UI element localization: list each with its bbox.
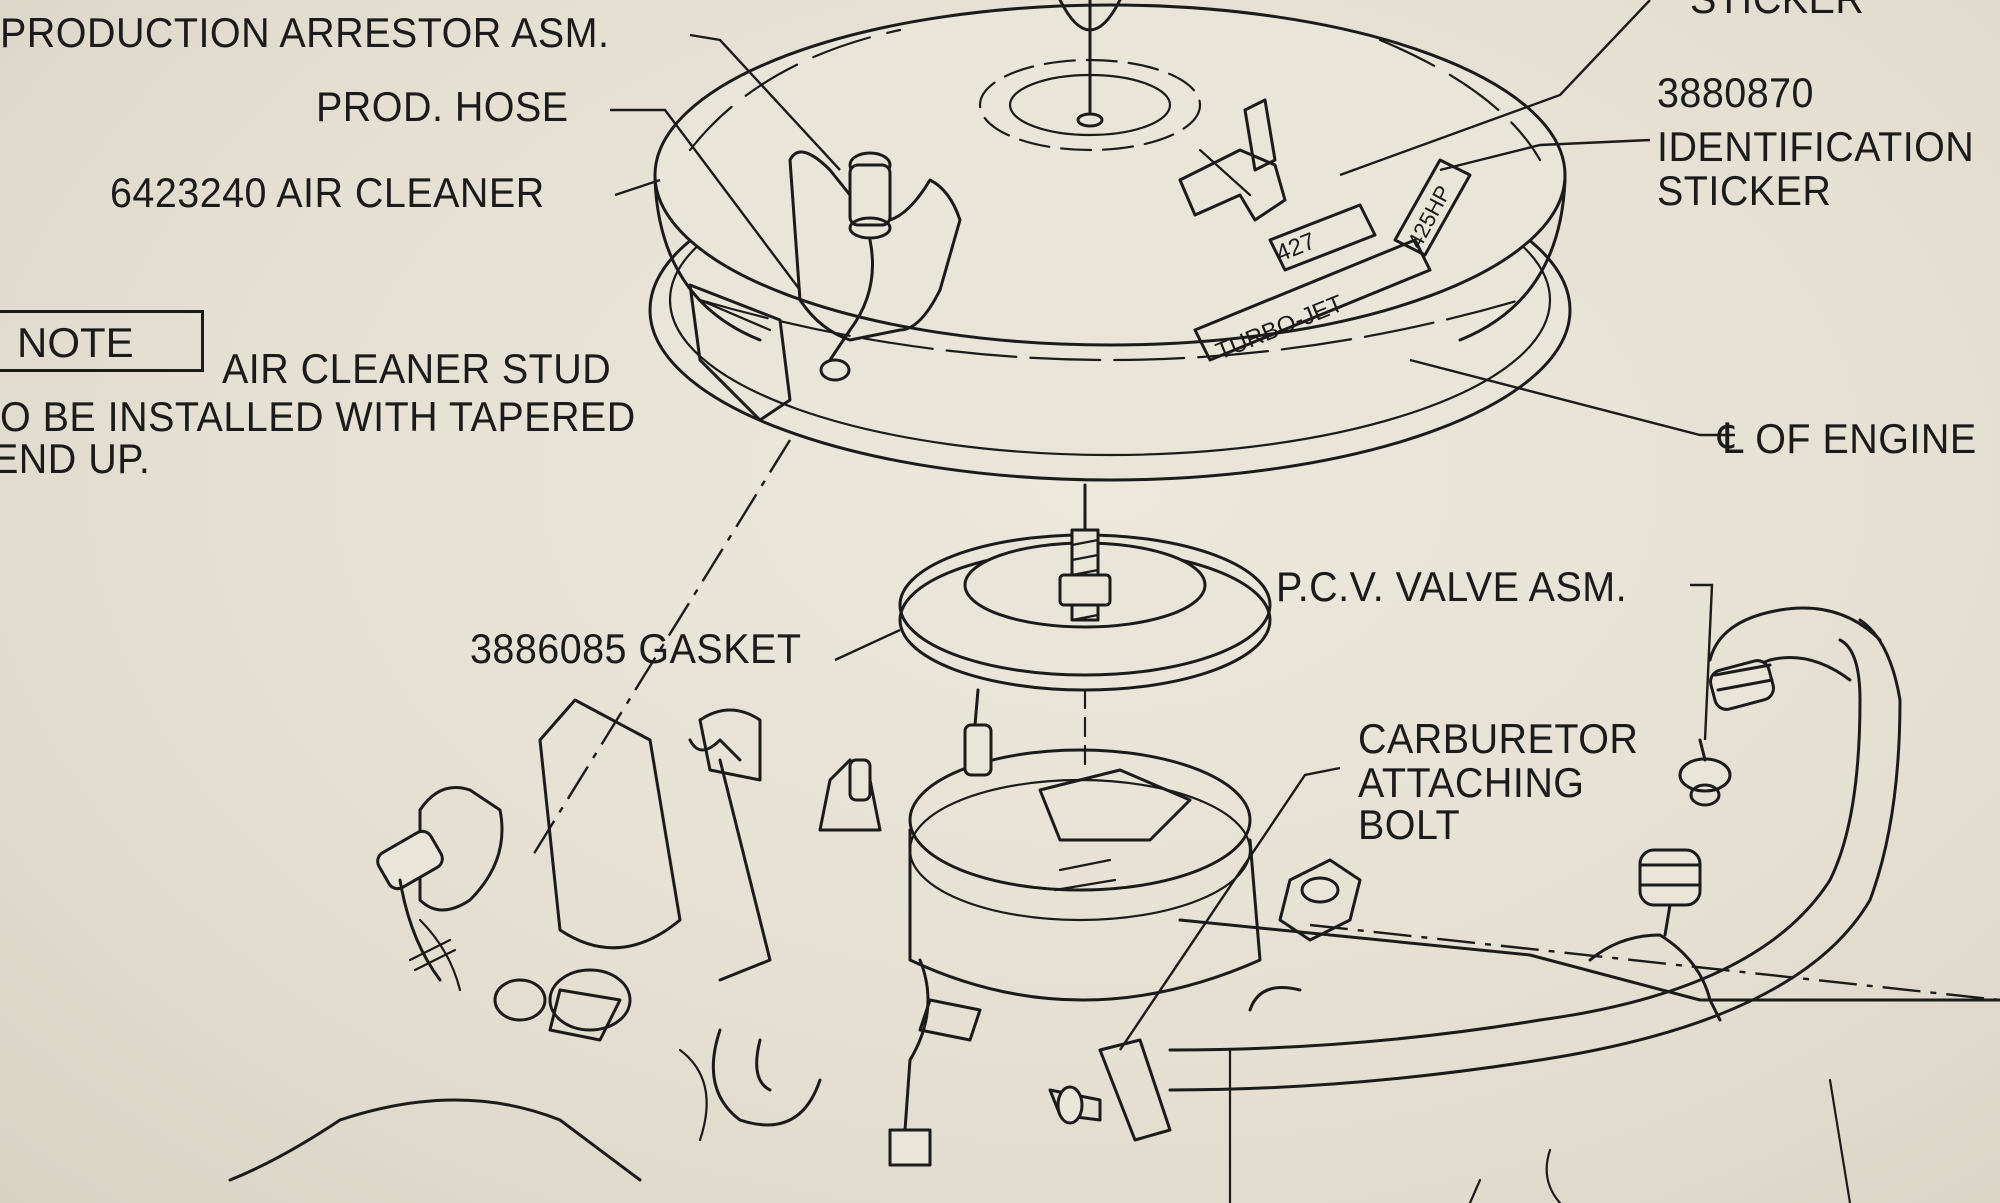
leader-lines xyxy=(528,0,2000,1051)
label-gasket: 3886085 GASKET xyxy=(470,625,802,672)
label-prod-hose: PROD. HOSE xyxy=(316,83,569,130)
label-bolt: BOLT xyxy=(1358,801,1461,848)
label-identification: IDENTIFICATION xyxy=(1657,123,1975,170)
note-line-1: AIR CLEANER STUD xyxy=(222,345,612,392)
label-pcv-valve: P.C.V. VALVE ASM. xyxy=(1276,563,1628,610)
label-sticker: STICKER xyxy=(1657,167,1832,214)
air-cleaner: TURBO-JET 427 425HP xyxy=(648,0,1572,482)
label-air-cleaner: 6423240 AIR CLEANER xyxy=(110,169,545,216)
label-sticker-top: STICKER xyxy=(1690,0,1864,20)
note-line-3: END UP. xyxy=(0,435,151,482)
label-attaching: ATTACHING xyxy=(1358,759,1585,806)
label-carburetor: CARBURETOR xyxy=(1358,715,1639,762)
note-line-2: O BE INSTALLED WITH TAPERED xyxy=(0,393,636,440)
label-part-3880870: 3880870 xyxy=(1657,69,1814,116)
carburetor-engine xyxy=(228,606,2000,1203)
note-box: NOTE xyxy=(0,310,204,372)
decal-427: 427 xyxy=(1268,203,1377,272)
label-production-arrestor: PRODUCTION ARRESTOR ASM. xyxy=(0,9,610,56)
label-engine-center: ℄ OF ENGINE xyxy=(1718,415,1977,462)
stud-and-gasket xyxy=(898,483,1272,772)
note-label: NOTE xyxy=(17,319,134,366)
